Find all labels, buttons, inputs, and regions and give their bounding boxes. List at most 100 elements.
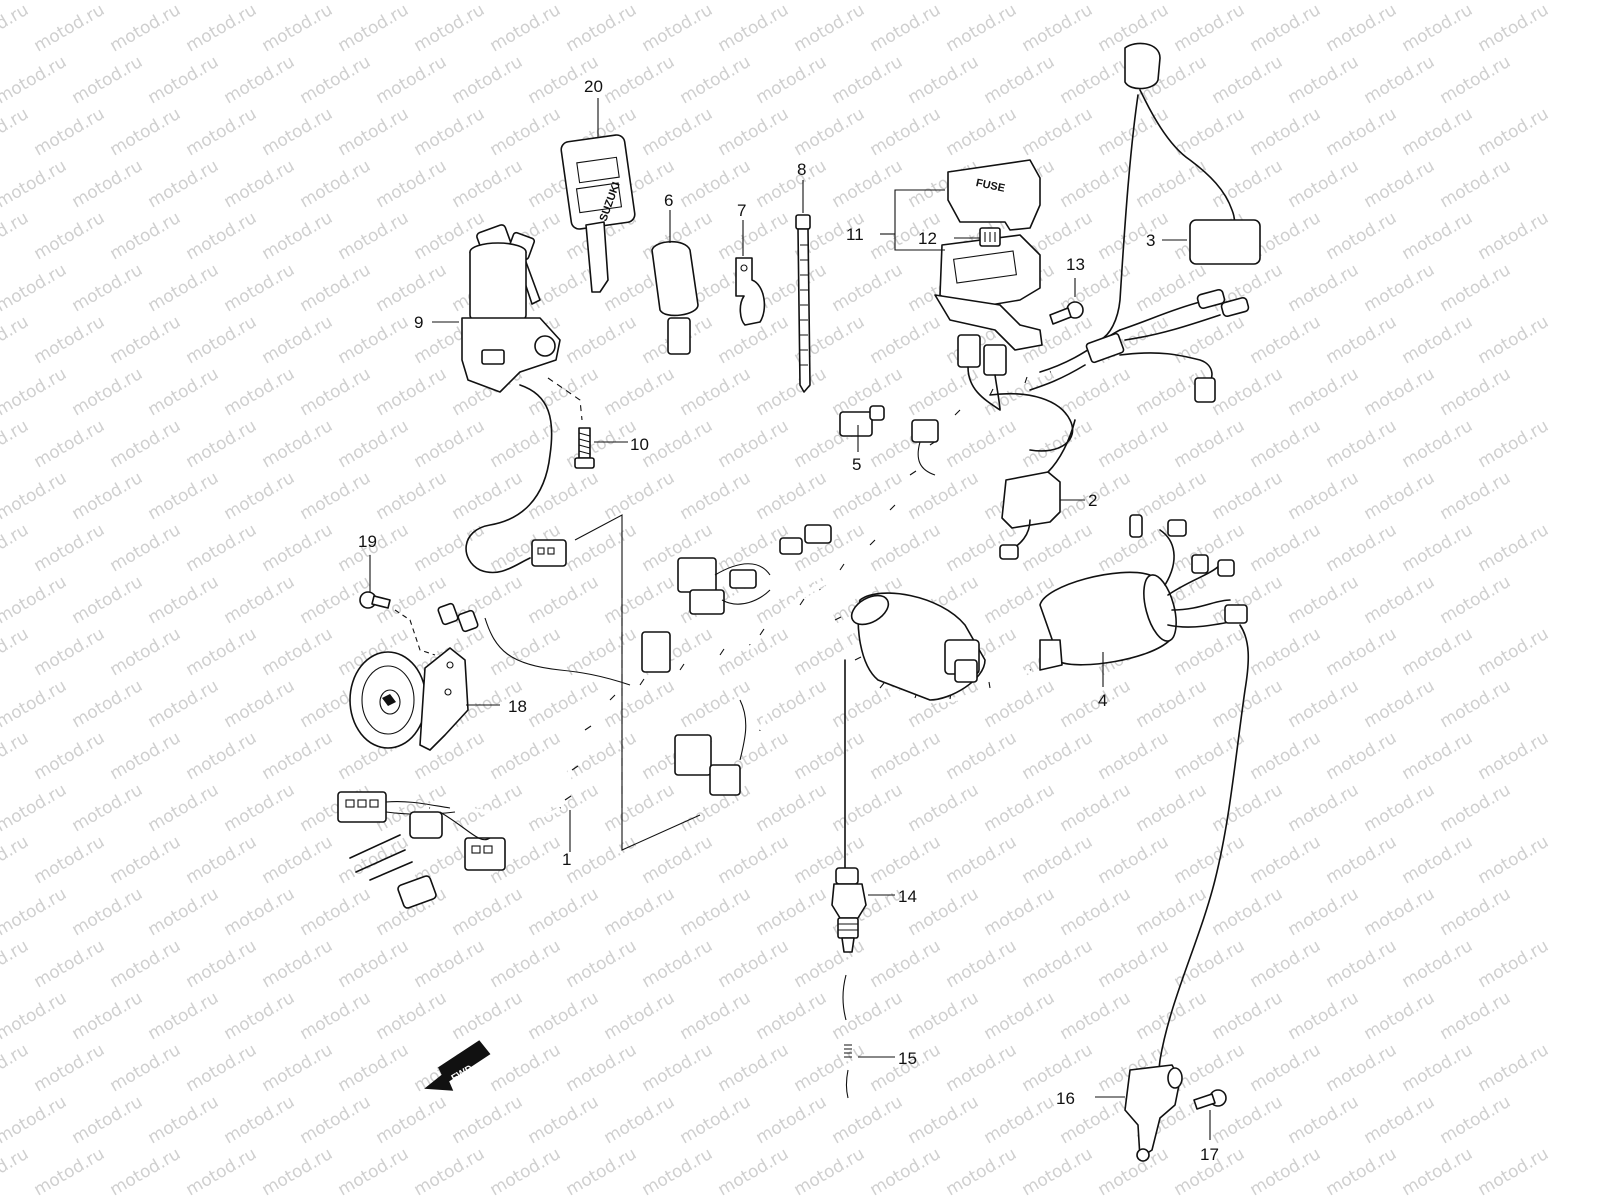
watermark-text: motod.ru [1323, 624, 1401, 680]
watermark-text: motod.ru [1133, 0, 1211, 4]
watermark-text: motod.ru [1057, 0, 1135, 4]
watermark-text: motod.ru [563, 0, 641, 56]
watermark-text: motod.ru [297, 0, 375, 4]
callout-19: 19 [358, 532, 377, 551]
upper-right-wiring [1029, 42, 1261, 403]
watermark-text: motod.ru [639, 416, 717, 472]
watermark-text: motod.ru [981, 1092, 1059, 1148]
watermark-text: motod.ru [145, 780, 223, 836]
watermark-text: motod.ru [0, 832, 32, 888]
watermark-text: motod.ru [1019, 832, 1097, 888]
watermark-text: motod.ru [525, 364, 603, 420]
watermark-text: motod.ru [373, 988, 451, 1044]
watermark-text: motod.ru [1361, 780, 1439, 836]
watermark-text: motod.ru [0, 520, 32, 576]
watermark-text: motod.ru [107, 832, 185, 888]
watermark-text: motod.ru [601, 52, 679, 108]
watermark-text: motod.ru [0, 1144, 32, 1200]
watermark-text: motod.ru [829, 260, 907, 316]
watermark-text: motod.ru [31, 728, 109, 784]
watermark-text: motod.ru [1057, 156, 1135, 212]
watermark-text: motod.ru [297, 156, 375, 212]
watermark-text: motod.ru [1285, 1092, 1363, 1148]
watermark-text: motod.ru [715, 208, 793, 264]
watermark-text: motod.ru [31, 832, 109, 888]
watermark-text: motod.ru [1399, 1040, 1477, 1096]
watermark-text: motod.ru [297, 260, 375, 316]
watermark-text: motod.ru [753, 884, 831, 940]
watermark-text: motod.ru [31, 416, 109, 472]
watermark-text: motod.ru [1285, 364, 1363, 420]
watermark-text: motod.ru [1399, 104, 1477, 160]
watermark-text: motod.ru [259, 624, 337, 680]
watermark-text: motod.ru [259, 1040, 337, 1096]
watermark-text: motod.ru [259, 832, 337, 888]
watermark-text: motod.ru [335, 416, 413, 472]
watermark-text: motod.ru [601, 1092, 679, 1148]
watermark-text: motod.ru [1019, 104, 1097, 160]
watermark-text: motod.ru [411, 104, 489, 160]
watermark-text: motod.ru [1323, 416, 1401, 472]
terminal-boot [651, 240, 699, 355]
watermark-text: motod.ru [791, 624, 869, 680]
o-ring [842, 974, 852, 1099]
watermark-text: motod.ru [525, 0, 603, 4]
screw-10 [547, 377, 595, 469]
watermark-text: motod.ru [791, 0, 869, 56]
watermark-text: motod.ru [1437, 0, 1515, 4]
watermark-text: motod.ru [1475, 104, 1553, 160]
watermark-text: motod.ru [259, 312, 337, 368]
watermark-text: motod.ru [1171, 416, 1249, 472]
watermark-text: motod.ru [1057, 884, 1135, 940]
watermark-text: motod.ru [411, 416, 489, 472]
watermark-text: motod.ru [183, 1040, 261, 1096]
screw-19 [359, 591, 436, 656]
watermark-text: motod.ru [1133, 988, 1211, 1044]
watermark-text: motod.ru [829, 156, 907, 212]
watermark-text: motod.ru [1437, 988, 1515, 1044]
watermark-text: motod.ru [1019, 728, 1097, 784]
watermark-text: motod.ru [677, 1092, 755, 1148]
watermark-text: motod.ru [1475, 624, 1553, 680]
watermark-text: motod.ru [0, 1040, 32, 1096]
watermark-text: motod.ru [639, 832, 717, 888]
watermark-text: motod.ru [259, 104, 337, 160]
ignition-coil [850, 592, 986, 701]
watermark-text: motod.ru [525, 988, 603, 1044]
watermark-text: motod.ru [335, 1144, 413, 1200]
watermark-text: motod.ru [183, 416, 261, 472]
watermark-text: motod.ru [1361, 988, 1439, 1044]
watermark-text: motod.ru [1285, 260, 1363, 316]
watermark-text: motod.ru [145, 468, 223, 524]
watermark-text: motod.ru [563, 832, 641, 888]
watermark-text: motod.ru [297, 52, 375, 108]
watermark-text: motod.ru [373, 0, 451, 4]
watermark-text: motod.ru [753, 156, 831, 212]
watermark-text: motod.ru [1361, 52, 1439, 108]
watermark-text: motod.ru [1209, 364, 1287, 420]
watermark-text: motod.ru [1475, 416, 1553, 472]
watermark-text: motod.ru [69, 572, 147, 628]
watermark-text: motod.ru [107, 1144, 185, 1200]
watermark-text: motod.ru [69, 1092, 147, 1148]
watermark-text: motod.ru [943, 728, 1021, 784]
watermark-text: motod.ru [487, 0, 565, 56]
watermark-text: motod.ru [221, 0, 299, 4]
watermark-text: motod.ru [1361, 1092, 1439, 1148]
bolt-13 [1049, 301, 1084, 325]
callout-18: 18 [508, 697, 527, 716]
watermark-text: motod.ru [753, 364, 831, 420]
watermark-text: motod.ru [753, 0, 831, 4]
watermark-text: motod.ru [107, 0, 185, 56]
wire-clamp [735, 257, 766, 326]
watermark-text: motod.ru [1285, 52, 1363, 108]
watermark-text: motod.ru [1247, 728, 1325, 784]
watermark-text: motod.ru [69, 260, 147, 316]
watermark-text: motod.ru [145, 676, 223, 732]
watermark-text: motod.ru [1019, 0, 1097, 56]
watermark-text: motod.ru [563, 936, 641, 992]
watermark-text: motod.ru [525, 884, 603, 940]
watermark-text: motod.ru [107, 416, 185, 472]
watermark-text: motod.ru [0, 156, 70, 212]
bulb-socket [839, 405, 939, 476]
